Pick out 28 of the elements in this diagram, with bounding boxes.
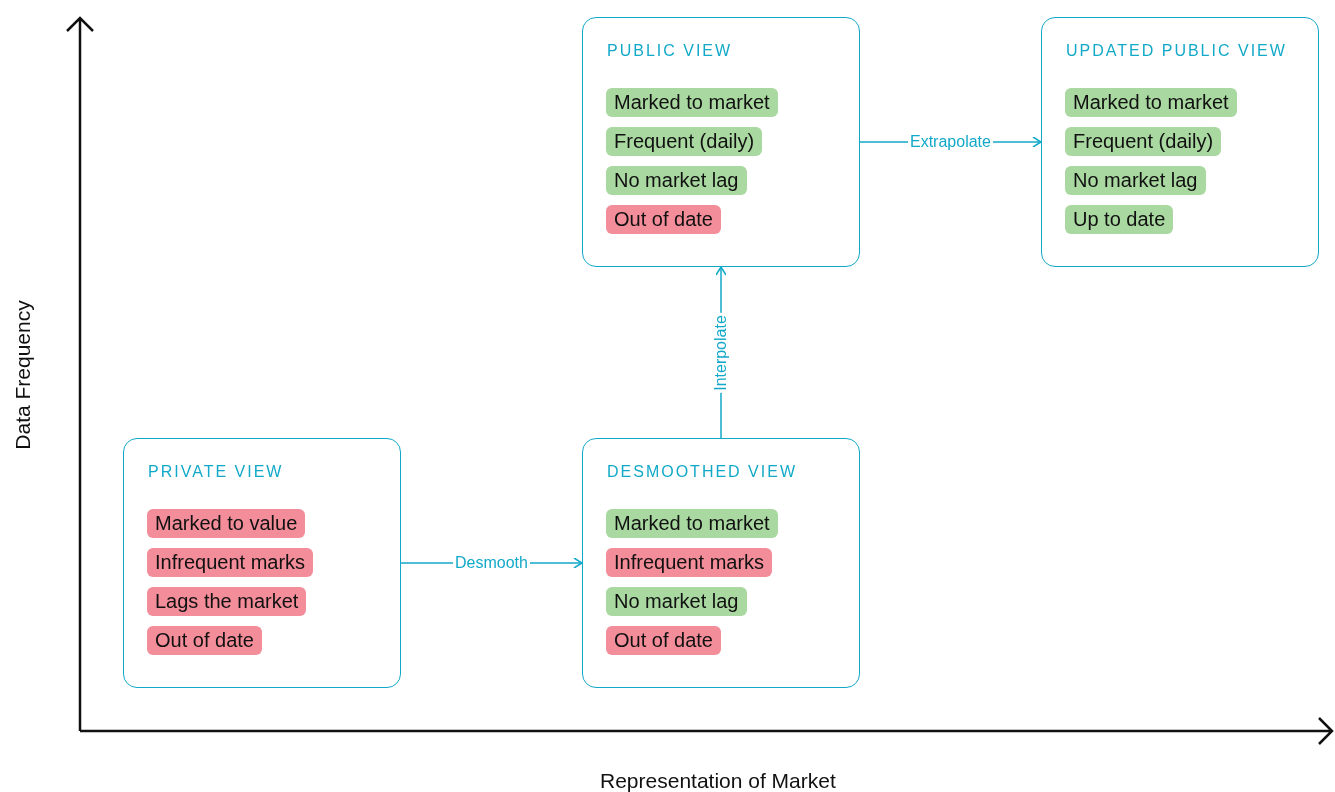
panel-heading: UPDATED PUBLIC VIEW [1066,42,1287,60]
view-panel [582,17,860,267]
status-tag: Marked to market [1065,88,1237,117]
view-panel [123,438,401,688]
status-tag: Frequent (daily) [606,127,763,156]
panel-heading: DESMOOTHED VIEW [607,463,797,481]
panel-heading: PRIVATE VIEW [148,463,284,481]
edge-label: Interpolate [711,312,730,393]
view-panel [582,438,860,688]
status-tag: Marked to market [606,509,778,538]
status-tag: Out of date [606,205,721,234]
status-tag: Out of date [147,626,262,655]
axis-label: Data Frequency [10,300,35,450]
status-tag: Up to date [1065,205,1174,234]
status-tag: No market lag [606,166,747,195]
status-tag: Infrequent marks [147,548,314,577]
status-tag: Infrequent marks [606,548,773,577]
status-tag: Marked to value [147,509,306,538]
view-panel [1041,17,1319,267]
status-tag: Frequent (daily) [1065,127,1222,156]
axis-label: Representation of Market [600,769,836,792]
status-tag: No market lag [606,587,747,616]
panel-heading: PUBLIC VIEW [607,42,733,60]
edge-label: Extrapolate [908,133,993,151]
status-tag: No market lag [1065,166,1206,195]
status-tag: Out of date [606,626,721,655]
status-tag: Marked to market [606,88,778,117]
status-tag: Lags the market [147,587,307,616]
